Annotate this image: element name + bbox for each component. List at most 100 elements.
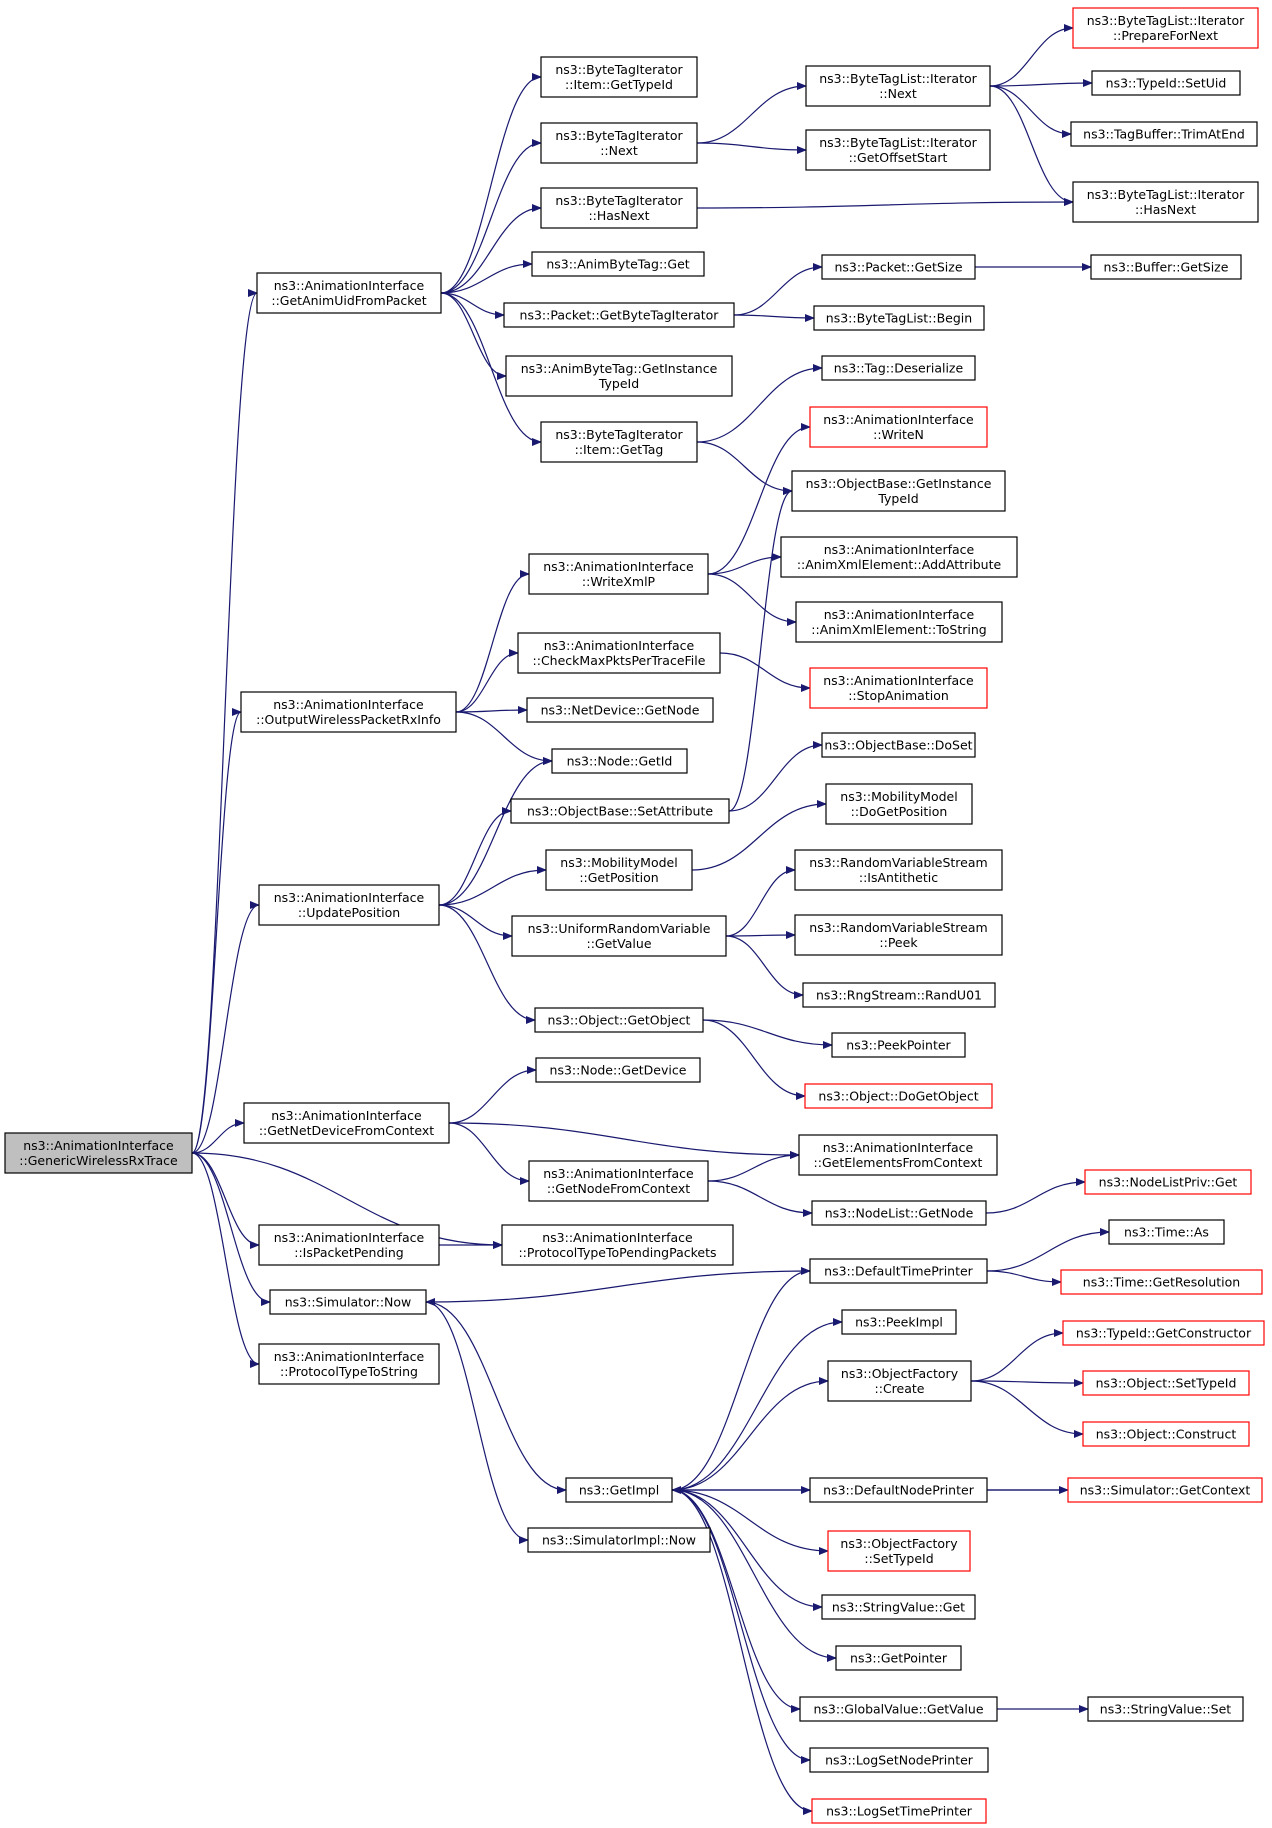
node-box[interactable] <box>1084 1169 1252 1195</box>
node-box[interactable] <box>531 251 705 277</box>
node-bti-next[interactable]: ns3::ByteTagIterator::Next <box>540 122 698 164</box>
node-bti-item-get-type-id[interactable]: ns3::ByteTagIterator::Item::GetTypeId <box>540 56 698 98</box>
node-box[interactable] <box>835 1645 962 1671</box>
node-box[interactable] <box>809 667 988 709</box>
node-box[interactable] <box>805 65 991 107</box>
node-box[interactable] <box>527 1527 711 1553</box>
node-ai-to-string[interactable]: ns3::AnimationInterface::AnimXmlElement:… <box>795 601 1003 643</box>
node-node-get-device[interactable]: ns3::Node::GetDevice <box>535 1057 701 1083</box>
node-log-set-time-printer[interactable]: ns3::LogSetTimePrinter <box>811 1798 987 1824</box>
node-box[interactable] <box>528 553 709 595</box>
node-object-set-type-id[interactable]: ns3::Object::SetTypeId <box>1082 1370 1250 1396</box>
node-object-get-object[interactable]: ns3::Object::GetObject <box>534 1007 704 1033</box>
node-box[interactable] <box>528 1160 709 1202</box>
node-object-construct[interactable]: ns3::Object::Construct <box>1082 1421 1250 1447</box>
node-get-anim-uid-from-packet[interactable]: ns3::AnimationInterface::GetAnimUidFromP… <box>256 272 442 314</box>
node-ai-output-wireless-packet-rx-info[interactable]: ns3::AnimationInterface::OutputWirelessP… <box>240 691 457 733</box>
node-box[interactable] <box>534 1007 704 1033</box>
node-ai-stop-animation[interactable]: ns3::AnimationInterface::StopAnimation <box>809 667 988 709</box>
node-bti-item-get-tag[interactable]: ns3::ByteTagIterator::Item::GetTag <box>540 421 698 463</box>
node-tag-buffer-trim-at-end[interactable]: ns3::TagBuffer::TrimAtEnd <box>1070 121 1258 147</box>
node-ai-write-xml-p[interactable]: ns3::AnimationInterface::WriteXmlP <box>528 553 709 595</box>
node-byte-tag-list-begin[interactable]: ns3::ByteTagList::Begin <box>813 305 985 331</box>
node-box[interactable] <box>821 1594 976 1620</box>
node-ai-check-max-pkts-per-trace-file[interactable]: ns3::AnimationInterface::CheckMaxPktsPer… <box>517 632 721 674</box>
node-box[interactable] <box>809 406 988 448</box>
node-rvs-peek[interactable]: ns3::RandomVariableStream::Peek <box>794 914 1003 956</box>
node-rng-stream-rand-u01[interactable]: ns3::RngStream::RandU01 <box>802 982 996 1008</box>
node-box[interactable] <box>1072 181 1259 223</box>
node-box[interactable] <box>821 732 976 758</box>
node-object-base-set-attribute[interactable]: ns3::ObjectBase::SetAttribute <box>510 798 730 824</box>
node-box[interactable] <box>821 355 976 381</box>
node-get-impl[interactable]: ns3::GetImpl <box>565 1477 673 1503</box>
node-packet-get-byte-tag-iterator[interactable]: ns3::Packet::GetByteTagIterator <box>503 302 735 328</box>
node-ai-add-attribute[interactable]: ns3::AnimationInterface::AnimXmlElement:… <box>780 536 1018 578</box>
node-box[interactable] <box>827 1360 972 1402</box>
node-peek-pointer[interactable]: ns3::PeekPointer <box>831 1032 966 1058</box>
node-box[interactable] <box>1060 1269 1263 1295</box>
node-simulator-get-context[interactable]: ns3::Simulator::GetContext <box>1067 1477 1263 1503</box>
node-box[interactable] <box>805 129 991 171</box>
node-box[interactable] <box>1082 1370 1250 1396</box>
node-type-id-set-uid[interactable]: ns3::TypeId::SetUid <box>1091 70 1241 96</box>
node-mobility-model-get-position[interactable]: ns3::MobilityModel::GetPosition <box>545 849 693 891</box>
node-ai-get-net-device-from-context[interactable]: ns3::AnimationInterface::GetNetDeviceFro… <box>243 1102 450 1144</box>
node-box[interactable] <box>821 254 976 280</box>
node-ai-protocol-type-to-pending-packets[interactable]: ns3::AnimationInterface::ProtocolTypeToP… <box>501 1224 734 1266</box>
node-get-pointer[interactable]: ns3::GetPointer <box>835 1645 962 1671</box>
node-box[interactable] <box>1082 1421 1250 1447</box>
node-box[interactable] <box>795 601 1003 643</box>
node-box[interactable] <box>1090 254 1242 280</box>
node-box[interactable] <box>809 1477 988 1503</box>
node-default-time-printer[interactable]: ns3::DefaultTimePrinter <box>809 1258 988 1284</box>
node-box[interactable] <box>240 691 457 733</box>
node-box[interactable] <box>517 632 721 674</box>
node-box[interactable] <box>799 1696 998 1722</box>
node-box[interactable] <box>565 1477 673 1503</box>
node-box[interactable] <box>794 849 1003 891</box>
node-box[interactable] <box>811 1798 987 1824</box>
node-box[interactable] <box>4 1132 193 1174</box>
node-box[interactable] <box>1091 70 1241 96</box>
node-box[interactable] <box>258 1343 440 1385</box>
node-box[interactable] <box>1062 1320 1265 1346</box>
node-peek-impl[interactable]: ns3::PeekImpl <box>841 1309 957 1335</box>
node-box[interactable] <box>540 187 698 229</box>
node-box[interactable] <box>503 302 735 328</box>
node-box[interactable] <box>545 849 693 891</box>
node-box[interactable] <box>1070 121 1258 147</box>
node-box[interactable] <box>791 470 1006 512</box>
node-box[interactable] <box>809 1747 989 1773</box>
node-object-base-do-set[interactable]: ns3::ObjectBase::DoSet <box>821 732 976 758</box>
node-buffer-get-size[interactable]: ns3::Buffer::GetSize <box>1090 254 1242 280</box>
node-box[interactable] <box>794 914 1003 956</box>
node-box[interactable] <box>258 1224 440 1266</box>
node-box[interactable] <box>827 1530 971 1572</box>
node-box[interactable] <box>511 915 727 957</box>
node-object-do-get-object[interactable]: ns3::Object::DoGetObject <box>804 1083 993 1109</box>
node-ai-protocol-type-to-string[interactable]: ns3::AnimationInterface::ProtocolTypeToS… <box>258 1343 440 1385</box>
node-box[interactable] <box>831 1032 966 1058</box>
node-box[interactable] <box>501 1224 734 1266</box>
node-btli-has-next[interactable]: ns3::ByteTagList::Iterator::HasNext <box>1072 181 1259 223</box>
node-box[interactable] <box>780 536 1018 578</box>
node-time-get-resolution[interactable]: ns3::Time::GetResolution <box>1060 1269 1263 1295</box>
node-box[interactable] <box>505 355 733 397</box>
node-box[interactable] <box>269 1289 427 1315</box>
node-box[interactable] <box>535 1057 701 1083</box>
node-box[interactable] <box>809 1258 988 1284</box>
node-global-value-get-value[interactable]: ns3::GlobalValue::GetValue <box>799 1696 998 1722</box>
node-bti-has-next[interactable]: ns3::ByteTagIterator::HasNext <box>540 187 698 229</box>
node-box[interactable] <box>551 748 688 774</box>
node-default-node-printer[interactable]: ns3::DefaultNodePrinter <box>809 1477 988 1503</box>
node-box[interactable] <box>256 272 442 314</box>
node-box[interactable] <box>1108 1219 1225 1245</box>
node-rvs-is-antithetic[interactable]: ns3::RandomVariableStream::IsAntithetic <box>794 849 1003 891</box>
node-time-as[interactable]: ns3::Time::As <box>1108 1219 1225 1245</box>
node-box[interactable] <box>540 421 698 463</box>
node-box[interactable] <box>841 1309 957 1335</box>
node-box[interactable] <box>243 1102 450 1144</box>
node-ai-update-position[interactable]: ns3::AnimationInterface::UpdatePosition <box>258 884 440 926</box>
